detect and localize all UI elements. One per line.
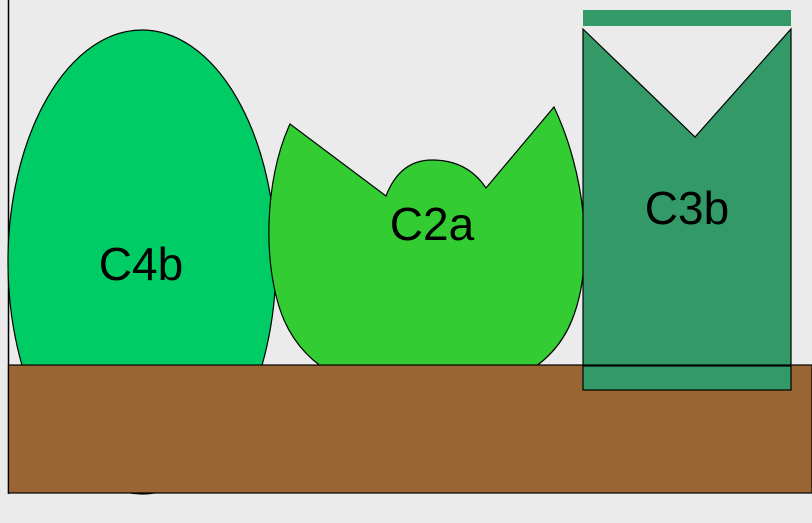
c3b-box-shape <box>582 27 792 391</box>
c3b-label: C3b <box>645 182 729 234</box>
c2a-label: C2a <box>390 198 475 250</box>
c3b-front-overlap <box>582 365 792 391</box>
c4b-label: C4b <box>99 238 183 290</box>
c2a-bowl-shape <box>268 105 586 396</box>
c3b-lid <box>583 10 791 26</box>
